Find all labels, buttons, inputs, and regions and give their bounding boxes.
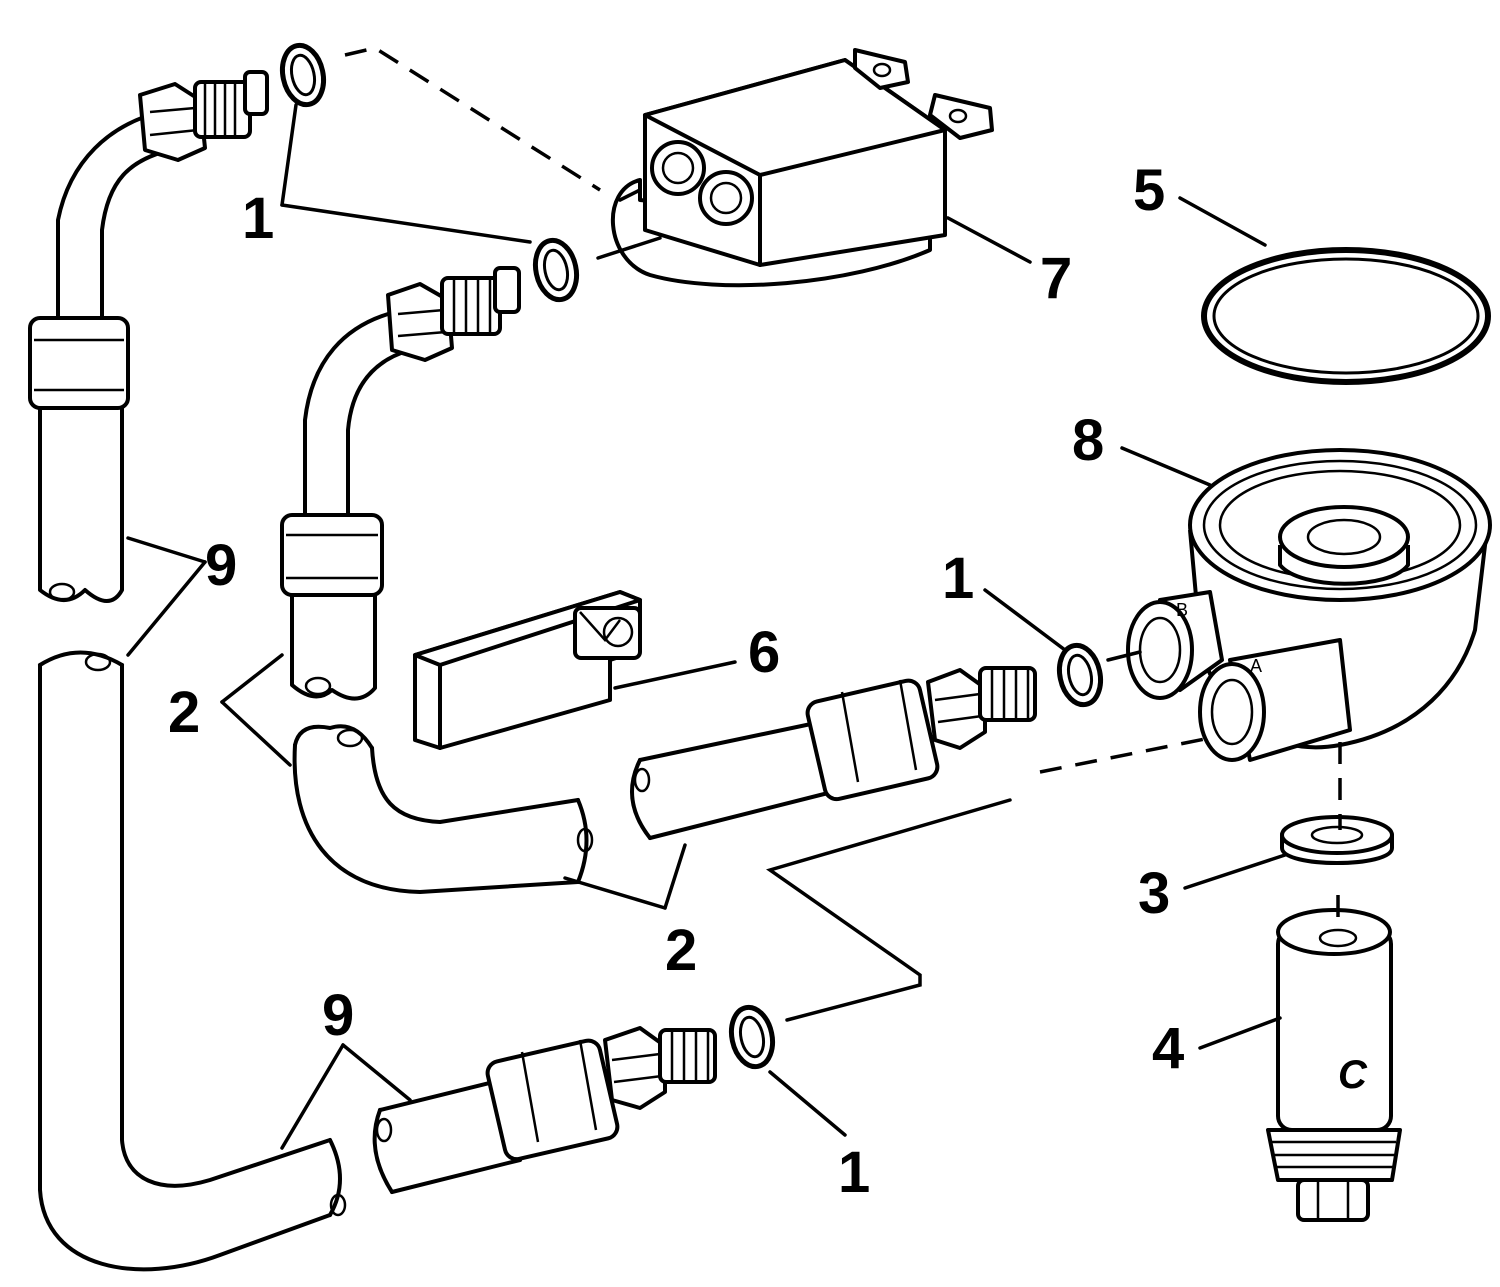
fitting-upper-left [138, 70, 269, 162]
assembly-lines [344, 46, 1342, 1022]
oil-pressure-sensor [1266, 908, 1402, 1222]
adapter-block [610, 48, 994, 288]
sealing-washer [1280, 815, 1394, 865]
callout-1-right: 1 [942, 546, 974, 611]
callout-8: 8 [1072, 408, 1104, 473]
callout-1-bottom: 1 [838, 1140, 870, 1205]
o-ring-bottom [728, 1004, 776, 1070]
callout-5: 5 [1133, 158, 1165, 223]
sensor-marking: C [1338, 1053, 1368, 1097]
hose-right-end [630, 666, 1037, 840]
o-ring-top [279, 42, 327, 108]
callout-9-lower: 9 [322, 983, 354, 1048]
hose-long-lower [38, 650, 347, 1272]
leader-lines [126, 103, 1287, 1150]
callout-4: 4 [1152, 1016, 1184, 1081]
clip-bracket [413, 590, 642, 750]
part-markings: B A C [1176, 600, 1368, 1097]
callout-2-lower: 2 [665, 918, 697, 983]
port-a-marking: A [1250, 656, 1262, 676]
hose-lower-end [372, 1026, 717, 1194]
fitting-upper-middle [386, 266, 521, 362]
hose-upper-left [28, 110, 172, 603]
callout-2-left: 2 [168, 680, 200, 745]
callout-6: 6 [748, 620, 780, 685]
callout-3: 3 [1138, 861, 1170, 926]
o-ring-upper-middle [532, 237, 580, 303]
callout-labels: 1 7 5 8 1 9 6 2 2 3 4 9 1 [168, 158, 1184, 1205]
callout-1-top: 1 [242, 186, 274, 251]
hose-lower-middle [292, 724, 594, 894]
callout-9-upper: 9 [205, 533, 237, 598]
callout-7: 7 [1040, 246, 1072, 311]
o-ring-right [1056, 642, 1104, 708]
port-b-marking: B [1176, 600, 1188, 620]
gasket-ring [1201, 247, 1491, 385]
filter-adapter-housing [1126, 448, 1492, 762]
hose-upper-middle [280, 310, 412, 701]
